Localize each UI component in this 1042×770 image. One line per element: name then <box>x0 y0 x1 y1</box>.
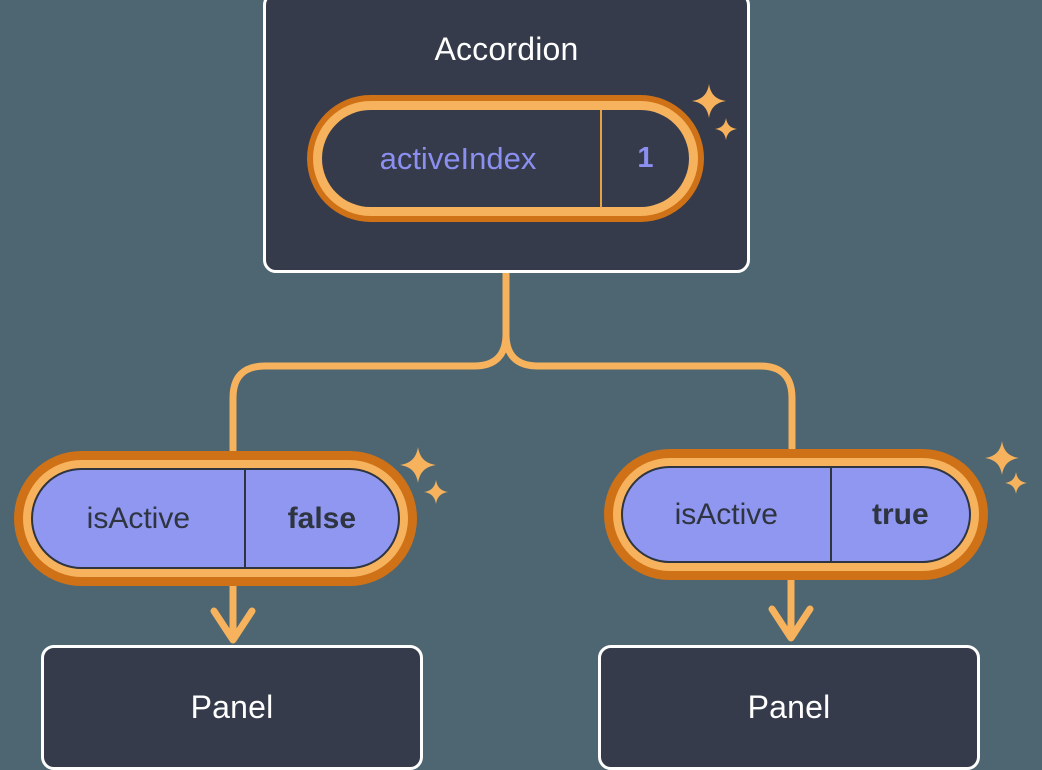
component-node-panel-left[interactable]: Panel <box>41 645 423 770</box>
pill-body: isActive true <box>621 466 971 563</box>
state-pill-is-active-right[interactable]: isActive true <box>604 449 988 580</box>
state-key-label: activeIndex <box>379 140 537 176</box>
state-pill-active-index[interactable]: activeIndex 1 <box>307 95 704 222</box>
state-pill-is-active-left[interactable]: isActive false <box>14 451 417 586</box>
sparkle-four-point-large-icon <box>985 441 1019 475</box>
state-value-label: false <box>243 470 398 567</box>
panel-title: Panel <box>747 689 831 725</box>
arrow-down-icon-right <box>768 605 814 642</box>
state-key-label: isActive <box>86 501 191 535</box>
sparkle-four-point-small-icon <box>424 480 448 504</box>
accordion-title: Accordion <box>434 31 579 67</box>
state-value-label: true <box>829 468 969 561</box>
component-node-panel-right[interactable]: Panel <box>598 645 980 770</box>
pill-body: activeIndex 1 <box>322 110 689 207</box>
state-value-label: 1 <box>600 110 689 207</box>
arrow-down-icon-left <box>210 607 256 644</box>
wire-root-to-left <box>229 269 510 456</box>
state-key-label: isActive <box>674 497 778 531</box>
panel-title: Panel <box>190 689 274 725</box>
wire-root-to-right <box>502 269 796 454</box>
sparkle-four-point-large-icon <box>400 447 436 483</box>
pill-body: isActive false <box>31 468 400 569</box>
sparkle-four-point-small-icon <box>1005 472 1027 494</box>
